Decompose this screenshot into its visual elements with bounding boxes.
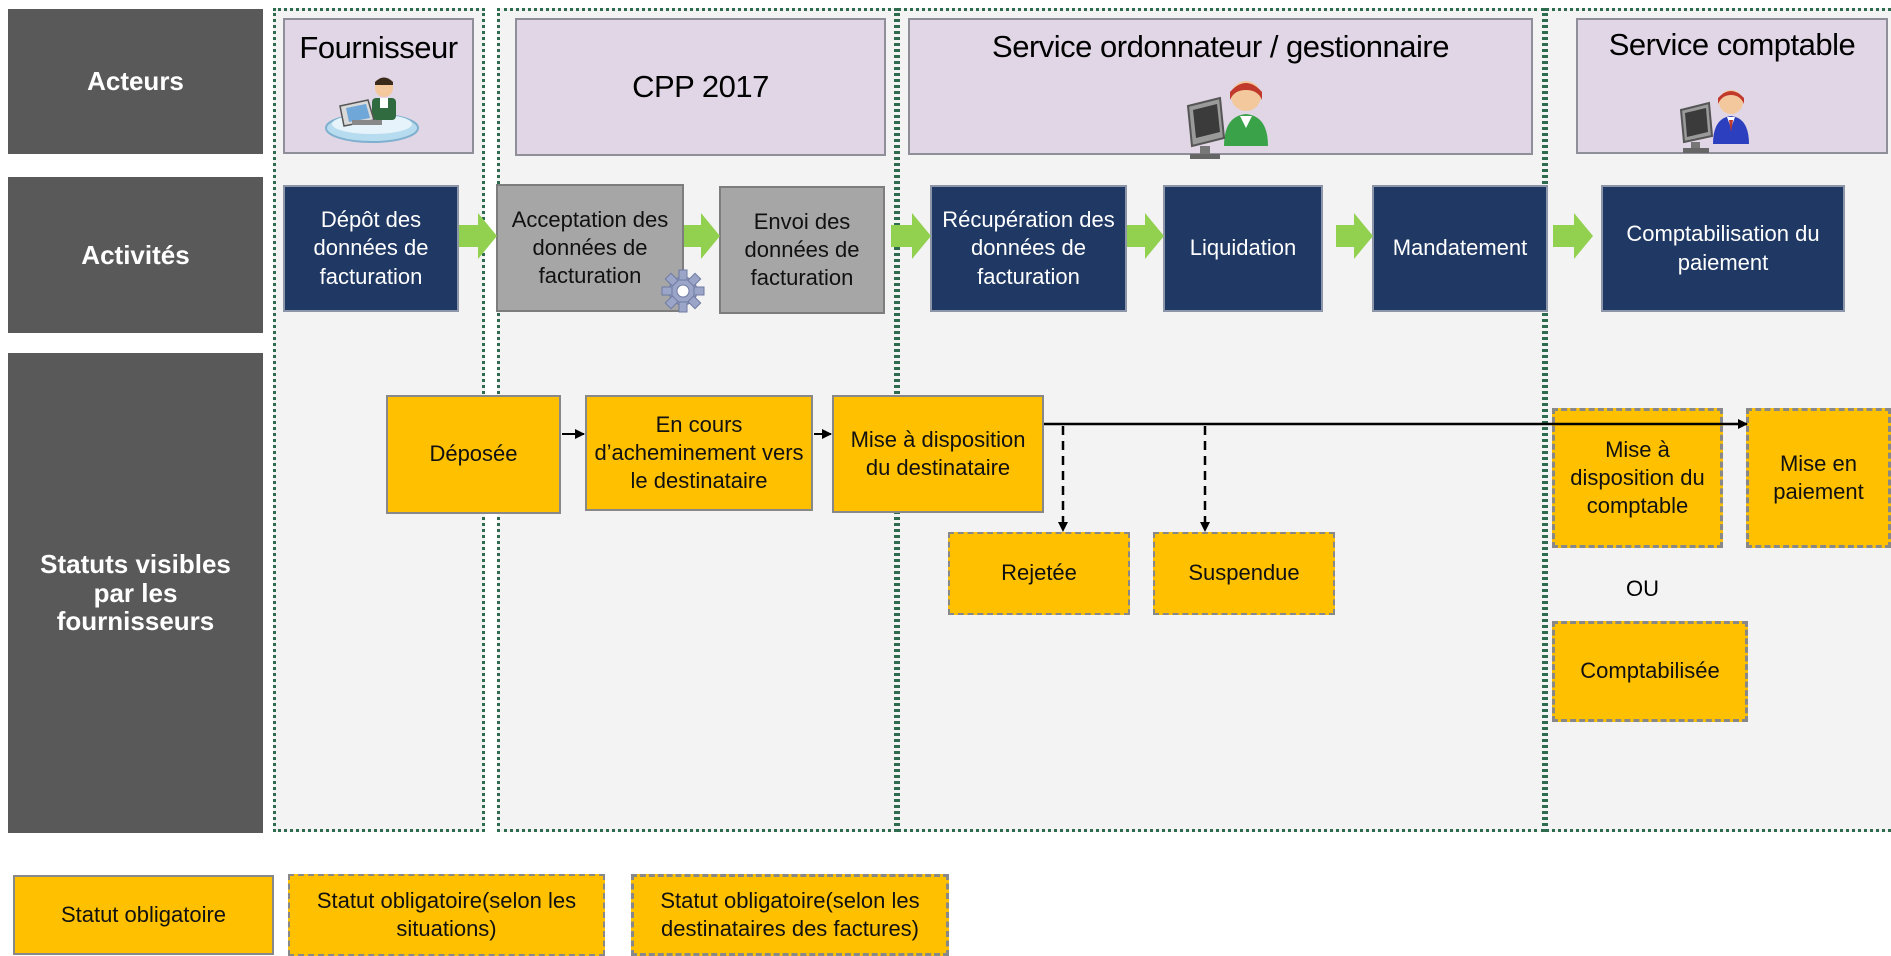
status-comptabilisee: Comptabilisée	[1552, 621, 1748, 722]
activity-mandatement: Mandatement	[1372, 185, 1548, 312]
status-mise-en-paiement: Mise en paiement	[1746, 408, 1891, 548]
row-label-statuses: Statuts visibles par les fournisseurs	[8, 353, 263, 833]
actor-comptable-label: Service comptable	[1608, 27, 1856, 62]
legend-statut-selon-situations: Statut obligatoire(selon les situations)	[288, 874, 605, 956]
user-at-computer-icon	[1679, 90, 1749, 153]
row-label-activities: Activités	[8, 177, 263, 333]
legend-statut-selon-destinataires: Statut obligatoire(selon les destinatair…	[631, 874, 949, 956]
activity-depot: Dépôt des données de facturation	[283, 185, 459, 312]
row-label-actors: Acteurs	[8, 9, 263, 154]
actor-supplier-label: Fournisseur	[299, 30, 458, 65]
status-mise-dispo-destinataire: Mise à disposition du destinataire	[832, 395, 1044, 513]
actor-cpp-label: CPP 2017	[632, 69, 769, 104]
activity-liquidation: Liquidation	[1163, 185, 1323, 312]
person-at-laptop-icon	[325, 77, 419, 143]
status-suspendue: Suspendue	[1153, 532, 1335, 615]
legend-statut-obligatoire: Statut obligatoire	[13, 875, 274, 955]
status-en-cours: En cours d’acheminement vers le destinat…	[585, 395, 813, 511]
status-rejetee: Rejetée	[948, 532, 1130, 615]
activity-comptabilisation: Comptabilisation du paiement	[1601, 185, 1845, 312]
actor-ordonnateur-label: Service ordonnateur / gestionnaire	[992, 29, 1449, 64]
activity-recuperation: Récupération des données de facturation	[930, 185, 1127, 312]
status-deposee: Déposée	[386, 395, 561, 514]
activity-acceptation: Acceptation des données de facturation	[496, 184, 684, 312]
or-label: OU	[1626, 576, 1659, 601]
status-mise-dispo-comptable: Mise à disposition du comptable	[1552, 408, 1723, 548]
gear-icon	[661, 269, 705, 313]
user-at-computer-icon	[1186, 81, 1268, 159]
actor-cpp: CPP 2017	[515, 18, 886, 156]
activity-envoi: Envoi des données de facturation	[719, 186, 885, 314]
